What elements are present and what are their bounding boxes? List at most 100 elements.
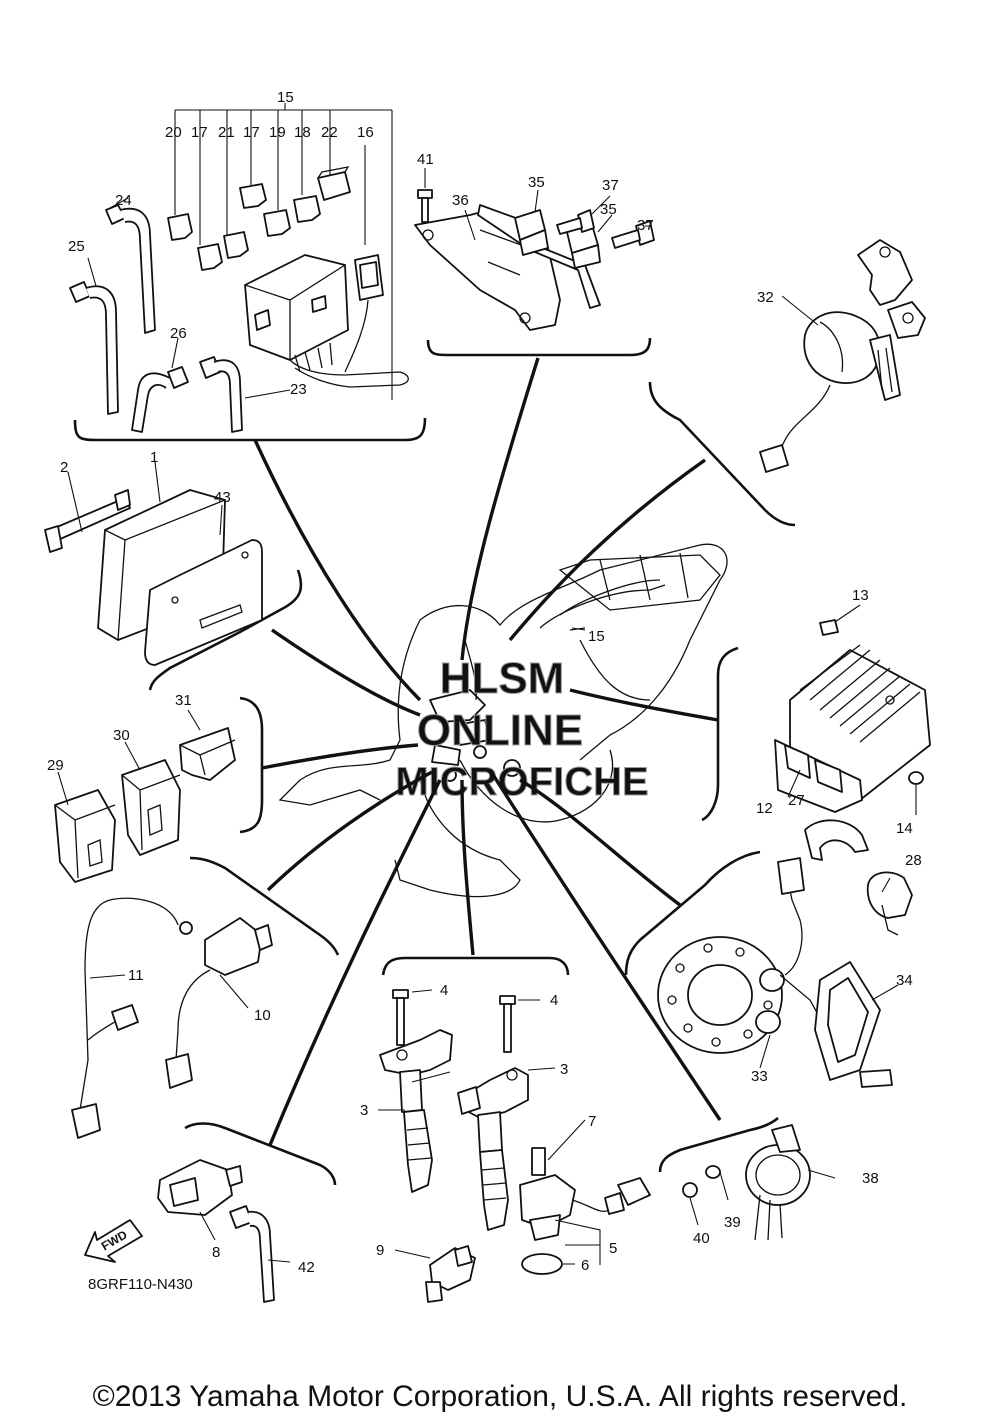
group-fuse-box: 15 20 17 21 17 19 18 22 16 24 25 26 23 <box>68 89 427 442</box>
label-13: 13 <box>852 587 869 604</box>
group-ignition-coils: 4 4 3 3 7 5 6 9 <box>360 956 651 1303</box>
nut-40 <box>682 1182 698 1198</box>
sensor-38 <box>745 1124 811 1241</box>
label-11: 11 <box>128 967 144 984</box>
bolt-37b <box>611 220 655 249</box>
label-43: 43 <box>214 489 231 506</box>
cover-34 <box>814 961 881 1081</box>
copyright-notice: ©2013 Yamaha Motor Corporation, U.S.A. A… <box>92 1380 908 1413</box>
label-36: 36 <box>452 192 469 209</box>
label-35b: 35 <box>600 201 617 218</box>
fuse-holder-16 <box>344 254 384 373</box>
fwd-arrow: FWD <box>84 1219 143 1263</box>
label-29: 29 <box>47 757 64 774</box>
fuse-17b <box>239 183 267 209</box>
label-7: 7 <box>588 1113 596 1130</box>
label-16: 16 <box>357 124 374 141</box>
label-42: 42 <box>298 1259 315 1276</box>
label-17b: 17 <box>243 124 260 141</box>
clamp-28 <box>866 871 913 936</box>
label-10: 10 <box>254 1007 271 1024</box>
label-33: 33 <box>751 1068 768 1085</box>
label-27: 27 <box>788 792 805 809</box>
watermark-line-1: HLSM <box>440 654 565 703</box>
label-32: 32 <box>757 289 774 306</box>
label-15-center: 15 <box>588 628 605 645</box>
group-sensor-38: 38 39 40 <box>658 1117 879 1247</box>
label-34: 34 <box>896 972 913 989</box>
cable-tie-42 <box>229 1205 275 1303</box>
relay-30 <box>121 759 181 856</box>
label-38: 38 <box>862 1170 879 1187</box>
clamp-23 <box>199 356 243 433</box>
relay-31 <box>179 727 236 781</box>
fuse-box-23 <box>244 254 409 388</box>
ecu-cover-43 <box>144 539 263 666</box>
chassis-center-sketch <box>278 543 728 898</box>
label-25: 25 <box>68 238 85 255</box>
group-main-switch: 32 <box>648 239 926 527</box>
label-15-top: 15 <box>277 89 294 106</box>
fuse-21 <box>223 231 249 259</box>
grommet-14 <box>908 771 924 785</box>
fuse-17a <box>197 243 223 271</box>
group-lead-sensor: 11 10 <box>71 856 340 1139</box>
group-pickup-coil: 27 28 34 33 <box>624 792 922 1088</box>
label-24: 24 <box>115 192 132 209</box>
label-39: 39 <box>724 1214 741 1231</box>
label-3b: 3 <box>560 1061 568 1078</box>
pickup-coil-33 <box>755 857 893 1088</box>
label-21: 21 <box>218 124 235 141</box>
label-3a: 3 <box>360 1102 368 1119</box>
label-22: 22 <box>321 124 338 141</box>
bolt-41 <box>417 189 433 223</box>
pressure-sensor-8 <box>157 1159 243 1216</box>
group-relay-bracket: 41 36 35 37 35 37 <box>414 151 655 357</box>
label-31: 31 <box>175 692 192 709</box>
label-30: 30 <box>113 727 130 744</box>
cable-tie-25 <box>69 281 119 415</box>
label-1: 1 <box>150 449 158 466</box>
fuse-19 <box>263 209 291 237</box>
group-ecu: 2 1 43 <box>44 449 303 691</box>
bolt-37a <box>556 209 595 235</box>
label-6: 6 <box>581 1257 589 1274</box>
relay-35b <box>566 224 601 269</box>
washer-13 <box>819 619 839 636</box>
group-sensor-8: FWD 8 42 8GRF110-N430 <box>84 1122 337 1303</box>
crank-sensor-5 <box>519 1147 651 1241</box>
label-2: 2 <box>60 459 68 476</box>
sensor-9 <box>425 1245 476 1303</box>
relay-29 <box>54 789 116 883</box>
connector-rays <box>253 357 722 1146</box>
label-18: 18 <box>294 124 311 141</box>
fuse-22 <box>317 166 351 201</box>
bolt-4b <box>499 995 516 1053</box>
fuse-18 <box>293 195 321 223</box>
label-26: 26 <box>170 325 187 342</box>
cable-tie-26 <box>131 366 189 433</box>
label-28: 28 <box>905 852 922 869</box>
label-41: 41 <box>417 151 434 168</box>
label-9: 9 <box>376 1242 384 1259</box>
holder-27 <box>804 819 869 861</box>
group-rectifier: 13 12 14 <box>701 587 931 837</box>
label-37b: 37 <box>637 217 654 234</box>
label-4a: 4 <box>440 982 448 999</box>
label-19: 19 <box>269 124 286 141</box>
label-40: 40 <box>693 1230 710 1247</box>
rotor-disc <box>657 936 783 1054</box>
ignition-coil-3a <box>379 1029 453 1193</box>
label-8: 8 <box>212 1244 220 1261</box>
fuse-20 <box>167 213 193 241</box>
label-5: 5 <box>609 1240 617 1257</box>
diagram-code: 8GRF110-N430 <box>88 1276 193 1293</box>
label-23: 23 <box>290 381 307 398</box>
label-4b: 4 <box>550 992 558 1009</box>
bolt-4a <box>392 989 409 1046</box>
label-35a: 35 <box>528 174 545 191</box>
watermark: HLSM ONLINE MICROFICHE <box>395 654 649 805</box>
label-37a: 37 <box>602 177 619 194</box>
group-relays: 31 30 29 <box>47 692 264 883</box>
